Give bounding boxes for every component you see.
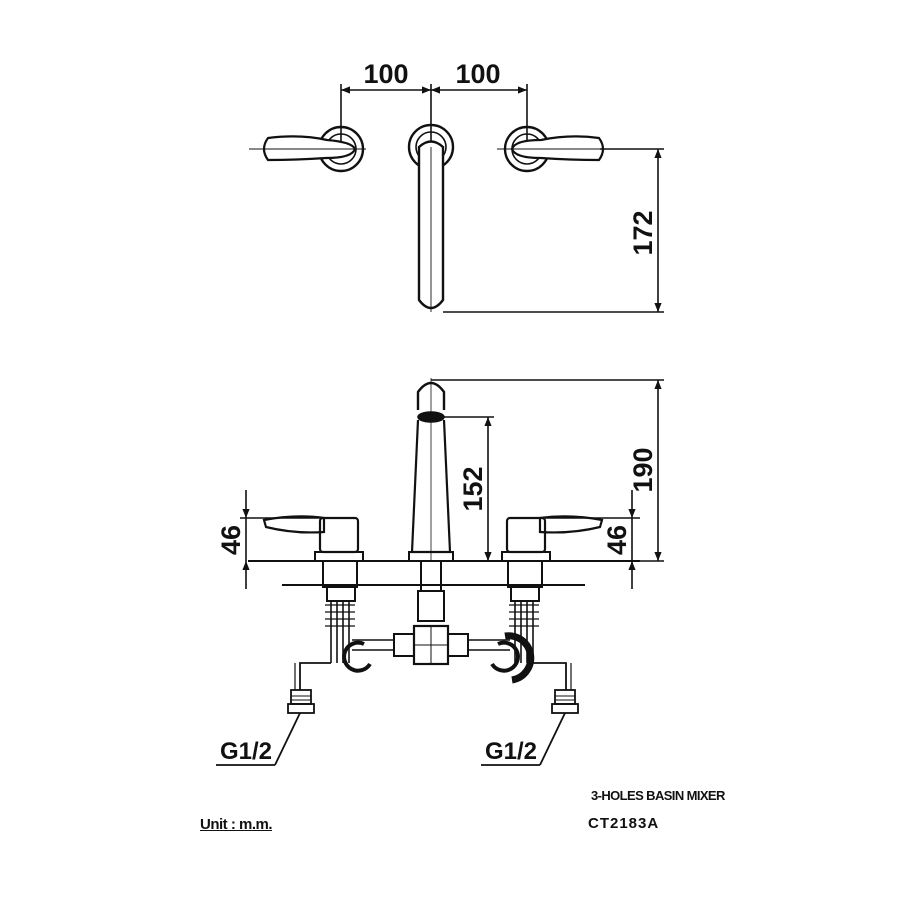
left-inlet-hose [287, 662, 331, 714]
dim-left-handle-height: 46 [216, 525, 246, 555]
plan-spout [407, 123, 455, 312]
plan-right-handle [497, 125, 612, 173]
plan-left-handle [249, 125, 366, 173]
dim-right-handle-height: 46 [602, 525, 632, 555]
right-thread-label: G1/2 [485, 738, 537, 765]
product-name: 3-HOLES BASIN MIXER [591, 788, 725, 803]
elevation-view [216, 378, 664, 766]
dim-total-height: 190 [628, 447, 658, 492]
dim-right-spacing: 100 [455, 59, 500, 89]
dim-left-spacing: 100 [363, 59, 408, 89]
mixing-body [342, 624, 535, 684]
left-thread-label: G1/2 [220, 738, 272, 765]
product-code: CT2183A [588, 815, 660, 832]
elevation-left-handle [262, 515, 364, 663]
dim-spout-outlet-height: 152 [458, 466, 488, 511]
dim-spout-reach: 172 [628, 210, 658, 255]
right-inlet-hose [533, 662, 579, 714]
unit-note: Unit : m.m. [200, 816, 273, 833]
plan-view [249, 84, 664, 313]
elevation-spout [408, 378, 454, 622]
